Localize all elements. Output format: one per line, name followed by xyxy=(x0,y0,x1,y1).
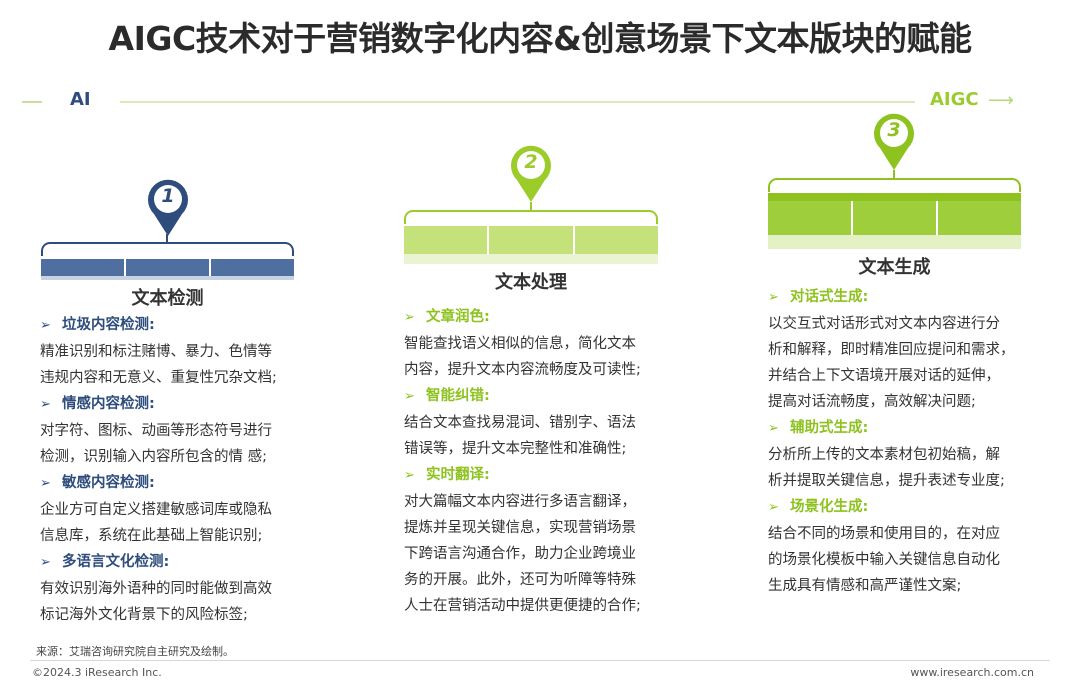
item-line: 并结合上下文语境开展对话的延伸， xyxy=(768,368,1000,384)
arrow-right-icon: ⟶ xyxy=(988,90,1014,111)
item-line: 检测，识别输入内容所包含的情 感; xyxy=(40,449,267,465)
timeline-label-ai: AI xyxy=(70,89,91,110)
footer-divider xyxy=(30,660,1050,661)
band-3-top-strip xyxy=(768,193,1021,201)
column-title-2: 文本处理 xyxy=(495,272,567,293)
arrow-bullet-icon: ➢ xyxy=(404,389,415,404)
arrow-bullet-icon: ➢ xyxy=(40,397,51,412)
item-line: 提高对话流畅度，高效解决问题; xyxy=(768,394,976,410)
website-url: www.iresearch.com.cn xyxy=(910,666,1034,679)
item-line: 析和解释，即时精准回应提问和需求， xyxy=(768,342,1015,358)
arrow-bullet-icon: ➢ xyxy=(40,555,51,570)
item-line: 对字符、图标、动画等形态符号进行 xyxy=(40,423,272,439)
column-title-3: 文本生成 xyxy=(858,257,931,278)
item-line: 以交互式对话形式对文本内容进行分 xyxy=(768,316,1000,332)
pin-number-1: 1 xyxy=(161,185,175,207)
page-title: AIGC技术对于营销数字化内容&创意场景下文本版块的赋能 xyxy=(108,19,972,58)
item-line: 错误等，提升文本完整性和准确性; xyxy=(404,441,627,457)
band-1 xyxy=(41,259,294,276)
item-line: 精准识别和标注赌博、暴力、色情等 xyxy=(40,344,272,360)
band-1-shadow xyxy=(41,276,294,280)
band-2-shadow xyxy=(404,254,658,264)
timeline-line-start xyxy=(22,101,42,103)
item-line: 分析所上传的文本素材包初始稿，解 xyxy=(768,447,1000,463)
item-line: 析并提取关键信息，提升表述专业度; xyxy=(768,473,1005,489)
item-heading: ➢场景化生成: xyxy=(768,494,1015,521)
timeline-label-aigc: AIGC xyxy=(930,89,979,110)
arrow-bullet-icon: ➢ xyxy=(768,500,779,515)
arrow-bullet-icon: ➢ xyxy=(40,318,51,333)
pin-marker-2: 2 xyxy=(508,142,554,202)
item-line: 务的开展。此外，还可为听障等特殊 xyxy=(404,572,636,588)
bracket-3 xyxy=(768,178,1021,192)
item-line: 智能查找语义相似的信息，简化文本 xyxy=(404,336,636,352)
arrow-bullet-icon: ➢ xyxy=(404,310,415,325)
item-line: 的场景化模板中输入关键信息自动化 xyxy=(768,552,1000,568)
arrow-bullet-icon: ➢ xyxy=(404,468,415,483)
bracket-tick-3 xyxy=(893,170,895,178)
copyright: ©2024.3 iResearch Inc. xyxy=(32,666,162,679)
item-line: 结合文本查找易混词、错别字、语法 xyxy=(404,415,636,431)
pin-marker-1: 1 xyxy=(145,176,191,236)
arrow-bullet-icon: ➢ xyxy=(40,476,51,491)
bracket-1 xyxy=(41,242,294,256)
source-note: 来源：艾瑞咨询研究院自主研究及绘制。 xyxy=(36,645,234,658)
column-2-items: ➢文章润色: 智能查找语义相似的信息，简化文本 内容，提升文本内容流畅度及可读性… xyxy=(404,304,641,619)
item-heading: ➢文章润色: xyxy=(404,304,641,331)
pin-number-2: 2 xyxy=(524,151,538,173)
timeline-line xyxy=(120,101,915,103)
band-3-shadow xyxy=(768,235,1021,249)
column-1-items: ➢垃圾内容检测: 精准识别和标注赌博、暴力、色情等 违规内容和无意义、重复性冗杂… xyxy=(40,312,277,628)
item-line: 违规内容和无意义、重复性冗杂文档; xyxy=(40,370,277,386)
item-heading: ➢敏感内容检测: xyxy=(40,470,277,497)
item-line: 标记海外文化背景下的风险标签; xyxy=(40,607,248,623)
item-heading: ➢情感内容检测: xyxy=(40,391,277,418)
item-heading: ➢实时翻译: xyxy=(404,462,641,489)
item-line: 内容，提升文本内容流畅度及可读性; xyxy=(404,362,641,378)
pin-number-3: 3 xyxy=(887,119,901,141)
pin-marker-3: 3 xyxy=(871,110,917,170)
item-line: 下跨语言沟通合作，助力企业跨境业 xyxy=(404,546,636,562)
item-line: 人士在营销活动中提供更便捷的合作; xyxy=(404,598,641,614)
item-heading: ➢辅助式生成: xyxy=(768,415,1015,442)
item-line: 信息库，系统在此基础上智能识别; xyxy=(40,528,263,544)
bracket-tick-1 xyxy=(166,234,168,242)
item-line: 结合不同的场景和使用目的，在对应 xyxy=(768,526,1000,542)
column-3-items: ➢对话式生成: 以交互式对话形式对文本内容进行分 析和解释，即时精准回应提问和需… xyxy=(768,284,1015,599)
bracket-tick-2 xyxy=(530,202,532,210)
item-line: 生成具有情感和高严谨性文案; xyxy=(768,578,962,594)
item-heading: ➢垃圾内容检测: xyxy=(40,312,277,339)
item-heading: ➢对话式生成: xyxy=(768,284,1015,311)
item-line: 提炼并呈现关键信息，实现营销场景 xyxy=(404,520,636,536)
column-title-1: 文本检测 xyxy=(131,288,204,309)
bracket-2 xyxy=(404,210,658,224)
arrow-bullet-icon: ➢ xyxy=(768,290,779,305)
band-2 xyxy=(404,226,658,254)
item-line: 企业方可自定义搭建敏感词库或隐私 xyxy=(40,502,272,518)
item-line: 对大篇幅文本内容进行多语言翻译， xyxy=(404,494,636,510)
item-heading: ➢智能纠错: xyxy=(404,383,641,410)
item-heading: ➢多语言文化检测: xyxy=(40,549,277,576)
item-line: 有效识别海外语种的同时能做到高效 xyxy=(40,581,272,597)
arrow-bullet-icon: ➢ xyxy=(768,421,779,436)
